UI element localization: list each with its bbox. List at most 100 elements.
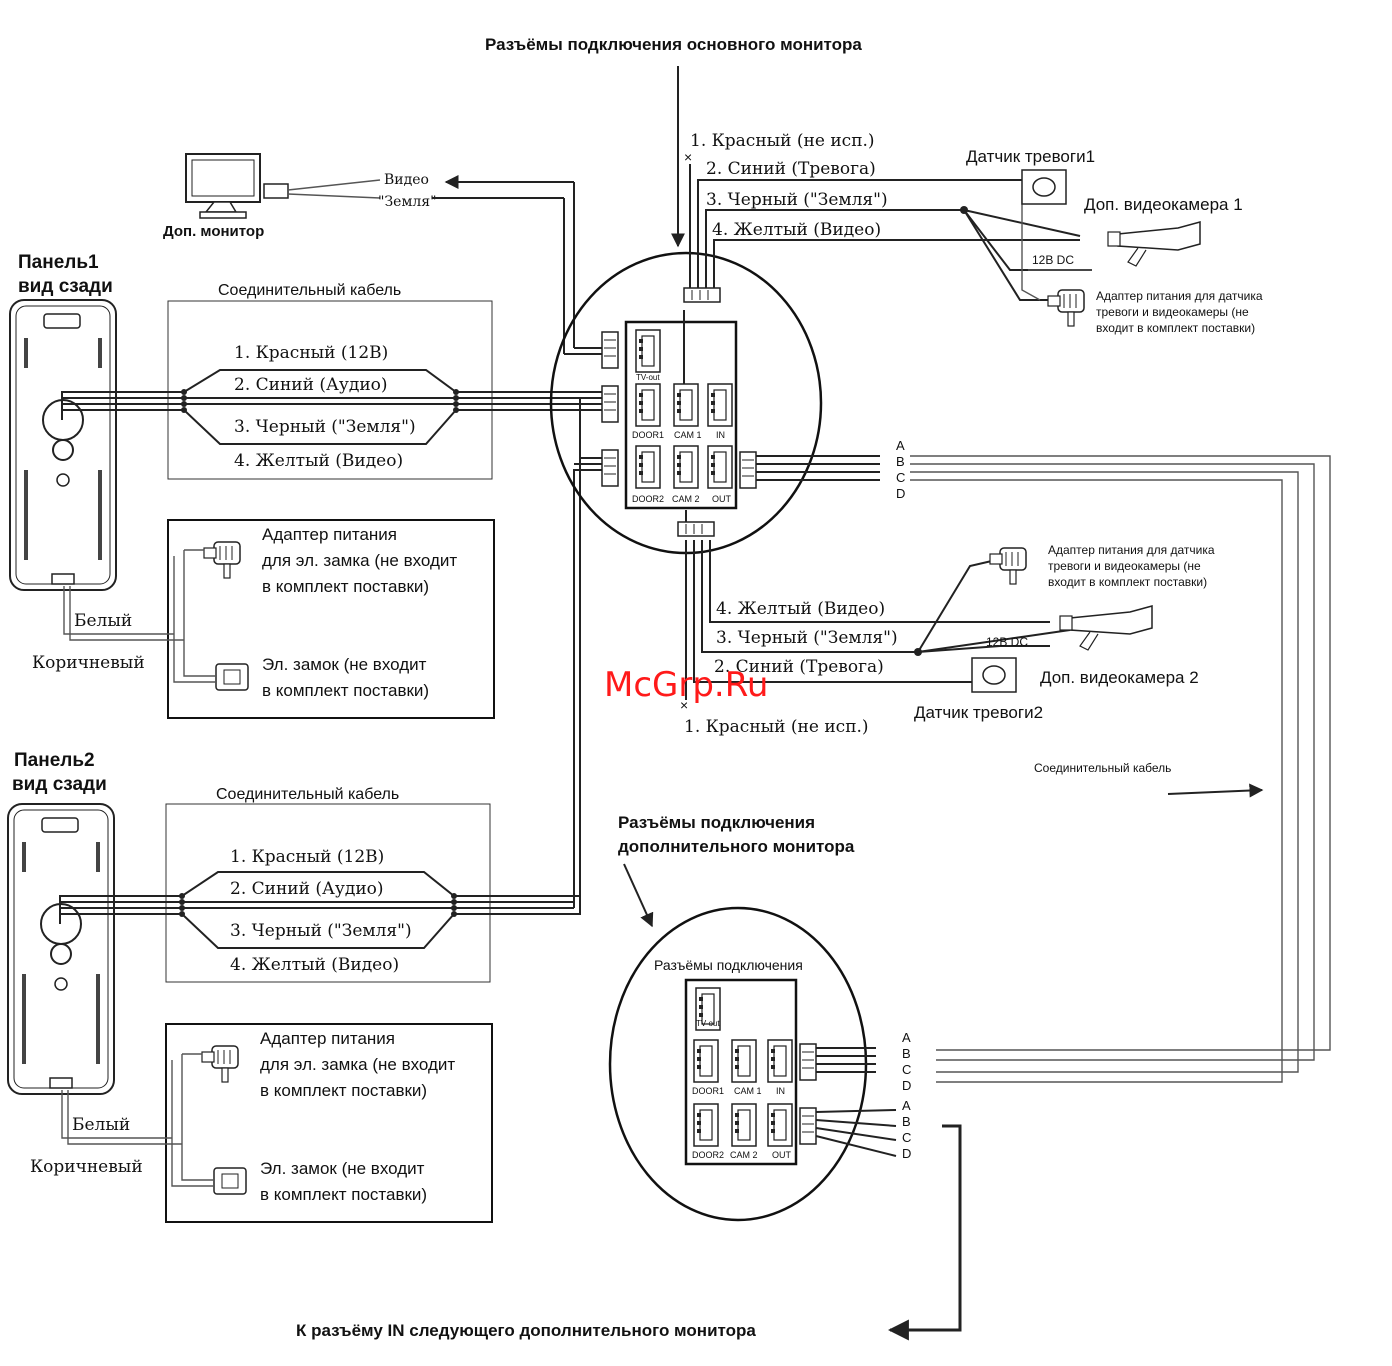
svg-text:×: × [680,697,688,713]
main-port-out-label: OUT [712,494,732,504]
panel2-wire-4: 4. Желтый (Видео) [230,955,399,975]
panel1-device [9,299,117,591]
main-port-tvout-icon [635,329,661,373]
panel2-cable-box [165,803,491,983]
main-port-door1-icon [635,383,661,427]
door2-plug-icon [601,449,619,487]
camera1-adapter-line3: входит в комплект поставки) [1096,321,1255,335]
camera2-adapter-line1: Адаптер питания для датчика [1048,543,1215,557]
camera1-camera-icon [1107,221,1201,267]
main-port-tvout-label: TV-out [636,373,660,382]
main-port-door2-label: DOOR2 [632,494,664,504]
camera2-wire-4: 4. Желтый (Видео) [716,599,885,619]
extra-monitor-connectors-title-1: Разъёмы подключения [618,813,815,832]
camera1-wire-4: 4. Желтый (Видео) [712,220,881,240]
out-bus-c: C [896,470,905,485]
out-bus-d: D [896,486,905,501]
camera2-adapter-icon [989,547,1027,585]
panel2-cable-wires [59,397,606,949]
main-port-door2-icon [635,445,661,489]
panel1-subtitle: вид сзади [18,276,113,297]
door1-plug-icon [601,385,619,423]
panel1-wire-1: 1. Красный (12В) [234,343,388,363]
camera1-wires: × [684,149,1092,301]
main-port-cam2-label: CAM 2 [672,494,700,504]
panel2-lock-box [165,1023,493,1223]
panel2-adapter-line2: для эл. замка (не входит [260,1055,455,1074]
cam2-plug-icon [677,521,715,537]
camera2-dc-label: 12В DC [986,635,1028,649]
camera2-adapter-line2: тревоги и видеокамеры (не [1048,559,1201,573]
camera1-sensor-label: Датчик тревоги1 [966,147,1095,166]
extra-out-c: C [902,1130,911,1145]
extra-out-a: A [902,1098,911,1113]
panel2-adapter-line1: Адаптер питания [260,1029,395,1048]
camera1-adapter-icon [1047,289,1085,327]
out-bus-wires [756,455,1331,1083]
camera2-camera-label: Доп. видеокамера 2 [1040,668,1199,687]
main-port-in-label: IN [716,430,725,440]
panel2-subtitle: вид сзади [12,774,107,795]
panel1-wire-4: 4. Желтый (Видео) [234,451,403,471]
watermark: McGrp.Ru [604,665,768,705]
extra-port-out-icon [767,1103,793,1147]
panel2-cable-title: Соединительный кабель [216,786,399,803]
camera2-adapter-line3: входит в комплект поставки) [1048,575,1207,589]
extra-out-d: D [902,1146,911,1161]
panel1-lock-line2: в комплект поставки) [262,681,429,700]
panel2-white-label: Белый [72,1115,130,1135]
extra-in-d: D [902,1078,911,1093]
extra-in-a: A [902,1030,911,1045]
camera2-wires: × [680,540,1071,713]
cam1-plug-icon [683,287,721,303]
tvout-plug-icon [601,331,619,369]
camera2-wire-3: 3. Черный ("Земля") [716,628,898,648]
out-bus-b: B [896,454,905,469]
extra-port-in-label: IN [776,1086,785,1096]
extra-bus-wires [815,1047,897,1157]
panel1-wire-2: 2. Синий (Аудио) [234,375,388,395]
extra-port-cam2-label: CAM 2 [730,1150,758,1160]
panel1-title: Панель1 [18,252,99,273]
panel1-cable-title: Соединительный кабель [218,282,401,299]
svg-text:×: × [684,149,692,165]
main-port-cam1-label: CAM 1 [674,430,702,440]
extra-port-door2-label: DOOR2 [692,1150,724,1160]
panel2-lock-line2: в комплект поставки) [260,1185,427,1204]
extra-monitor-icon [185,153,289,219]
panel1-brown-label: Коричневый [32,653,145,673]
panel2-wire-1: 1. Красный (12В) [230,847,384,867]
panel1-adapter-icon [203,541,241,579]
panel1-cable-box [167,300,493,480]
extra-port-tvout-label: TV-out [696,1019,720,1028]
panel1-lock-line1: Эл. замок (не входит [262,655,427,674]
main-port-cam2-icon [673,445,699,489]
camera2-wire-2: 2. Синий (Тревога) [714,657,884,677]
to-next-monitor-label: К разъёму IN следующего дополнительного … [296,1321,756,1340]
extra-port-door2-icon [693,1103,719,1147]
main-port-in-icon [707,383,733,427]
panel2-lock-icon [213,1167,247,1195]
panel1-adapter-line1: Адаптер питания [262,525,397,544]
camera2-camera-icon [1059,605,1153,651]
extra-out-b: B [902,1114,911,1129]
extra-out-plug-icon [799,1107,817,1145]
camera1-dc-label: 12В DC [1032,253,1074,267]
panel1-wire-3: 3. Черный ("Земля") [234,417,416,437]
extra-board-title: Разъёмы подключения [654,957,803,973]
camera2-sensor-label: Датчик тревоги2 [914,703,1043,722]
extra-in-b: B [902,1046,911,1061]
main-port-cam1-icon [673,383,699,427]
main-port-door1-label: DOOR1 [632,430,664,440]
camera1-adapter-line2: тревоги и видеокамеры (не [1096,305,1249,319]
camera2-wire-1: 1. Красный (не исп.) [684,717,869,737]
camera1-adapter-line1: Адаптер питания для датчика [1096,289,1263,303]
extra-port-cam2-icon [731,1103,757,1147]
camera1-wire-1: 1. Красный (не исп.) [690,131,875,151]
camera2-sensor-icon [971,657,1017,693]
extra-in-plug-icon [799,1043,817,1081]
panel2-wire-3: 3. Черный ("Земля") [230,921,412,941]
extra-port-out-label: OUT [772,1150,792,1160]
extra-monitor-video-label: Видео [384,172,429,188]
extra-port-door1-label: DOOR1 [692,1086,724,1096]
